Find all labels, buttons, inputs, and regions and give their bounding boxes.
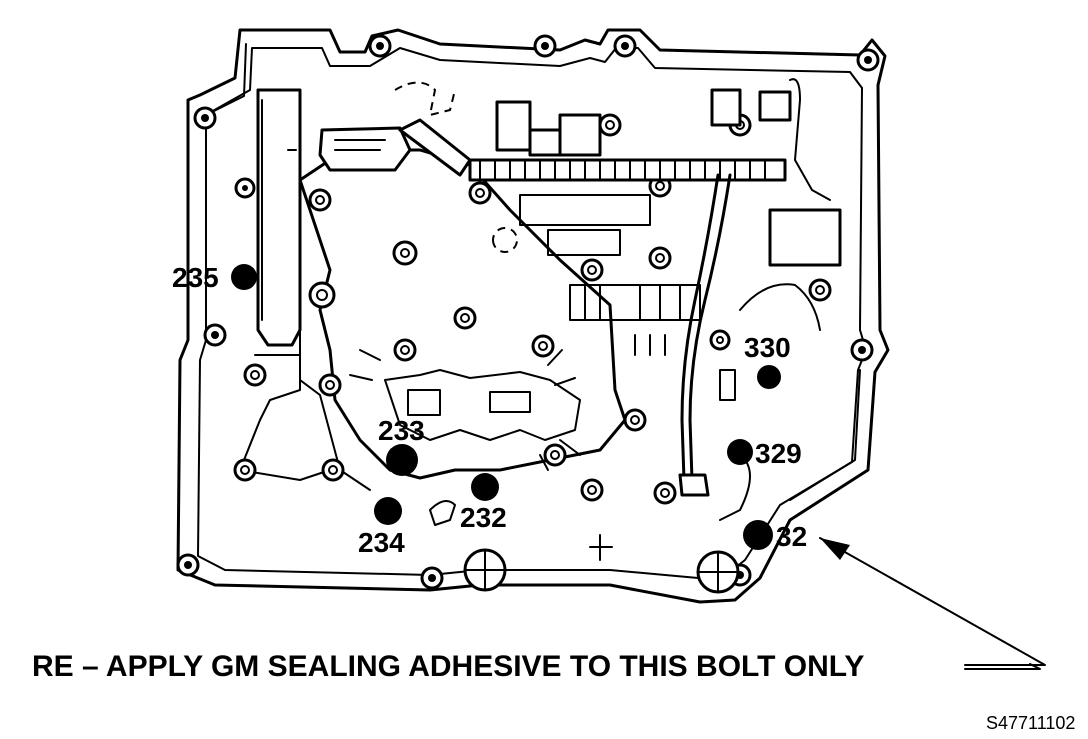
instruction-note: RE – APPLY GM SEALING ADHESIVE TO THIS B… (32, 650, 864, 683)
case-outline (176, 28, 890, 604)
label-233: 233 (378, 415, 425, 446)
bolt-232 (471, 473, 499, 501)
label-329: 329 (755, 438, 802, 469)
bolt-233 (386, 444, 418, 476)
label-32: 32 (776, 521, 807, 552)
wiring-harness (678, 173, 732, 497)
label-234: 234 (358, 527, 405, 558)
highlighted-bolts (231, 264, 781, 550)
bolt-330 (757, 365, 781, 389)
plug-bolt-right (696, 550, 740, 594)
pointer-arrow (819, 537, 1046, 670)
bolt-329 (727, 439, 753, 465)
label-232: 232 (460, 502, 507, 533)
left-tube (256, 88, 302, 347)
upper-valve-assembly (318, 78, 842, 401)
plug-bolt-left (463, 548, 507, 592)
bolt-235 (231, 264, 257, 290)
callout-labels: 235 330 233 329 232 234 32 (172, 262, 807, 558)
bolt-32 (743, 520, 773, 550)
case-bolt-holes (176, 34, 880, 590)
figure-id: S47711102 (986, 713, 1075, 733)
bolt-234 (374, 497, 402, 525)
label-235: 235 (172, 262, 219, 293)
label-330: 330 (744, 332, 791, 363)
